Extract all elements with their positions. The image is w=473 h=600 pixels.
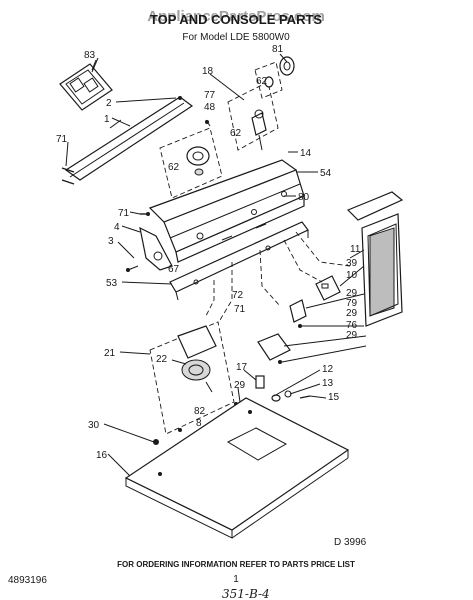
label-16: 16: [96, 450, 108, 461]
label-71-a: 71: [56, 134, 68, 145]
part-79-switch: [289, 299, 307, 328]
label-4: 4: [114, 222, 120, 233]
label-2: 2: [106, 98, 112, 109]
part-18-switch-box: [227, 81, 279, 151]
label-67: 67: [168, 264, 180, 275]
label-18: 18: [202, 66, 214, 77]
part-16-top-panel: [124, 397, 350, 539]
label-82: 82: [194, 406, 206, 417]
label-83: 83: [84, 50, 96, 61]
label-29-a: 29: [346, 288, 358, 299]
label-39: 39: [346, 258, 358, 269]
part-4-end-bracket: [126, 226, 173, 272]
timer-knob-box: [159, 119, 223, 199]
label-22: 22: [156, 354, 168, 365]
label-77: 77: [204, 90, 216, 101]
label-79: 79: [346, 298, 358, 309]
label-15: 15: [328, 392, 340, 403]
part-21-timer-motor-box: [149, 321, 235, 435]
ordering-info-footer: FOR ORDERING INFORMATION REFER TO PARTS …: [117, 560, 355, 569]
part-labels: 83 81 62 18 77 48 2 1 62 71 62 14 54 80 …: [56, 44, 361, 461]
part-11-lint-filter: [346, 191, 404, 327]
label-62-c: 62: [168, 162, 180, 173]
label-62-a: 62: [256, 76, 268, 87]
label-21: 21: [104, 348, 116, 359]
label-29-d: 29: [234, 380, 246, 391]
wiring-leads: [205, 231, 351, 321]
label-30: 30: [88, 420, 100, 431]
label-53: 53: [106, 278, 118, 289]
screws-left: [61, 167, 150, 216]
part-76-bracket: [257, 333, 291, 364]
label-17: 17: [236, 362, 248, 373]
page-mark: 1: [233, 574, 239, 585]
label-3: 3: [108, 236, 114, 247]
label-81: 81: [272, 44, 284, 55]
label-76: 76: [346, 320, 358, 331]
label-71-c: 71: [234, 304, 246, 315]
label-10: 10: [346, 270, 358, 281]
label-29-b: 29: [346, 308, 358, 319]
part-53-console-base: [169, 221, 309, 301]
figure-code: D 3996: [334, 537, 367, 548]
watermark: AppliancePartsPros.com: [147, 8, 325, 25]
label-62-b: 62: [230, 128, 242, 139]
label-11: 11: [350, 244, 361, 255]
label-72: 72: [232, 290, 244, 301]
label-80: 80: [298, 192, 310, 203]
part-83-wire-panel: [59, 57, 113, 111]
part-81-knob: [254, 56, 295, 99]
label-48: 48: [204, 102, 216, 113]
console-panel: [148, 159, 305, 263]
label-71-b: 71: [118, 208, 130, 219]
label-14: 14: [300, 148, 312, 159]
diagram-title: TOP AND CONSOLE PARTS: [150, 12, 322, 27]
diagram-subtitle: For Model LDE 5800W0: [182, 32, 290, 43]
label-29-c: 29: [346, 330, 358, 341]
handwritten-note: 351-B-4: [222, 587, 270, 600]
label-54: 54: [320, 168, 332, 179]
label-8: 8: [196, 418, 202, 429]
leader-lines: [65, 53, 367, 477]
left-code: 4893196: [8, 575, 47, 586]
label-12: 12: [322, 364, 334, 375]
label-1: 1: [104, 114, 110, 125]
label-13: 13: [322, 378, 334, 389]
part-39-switch: [315, 275, 341, 301]
